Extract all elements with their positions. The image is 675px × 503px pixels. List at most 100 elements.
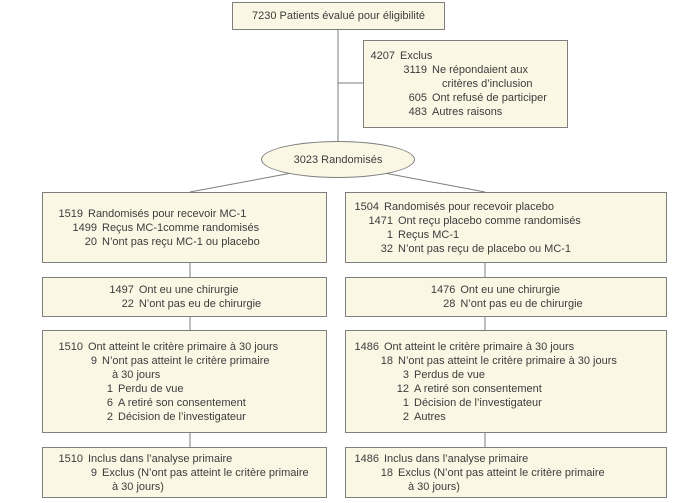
box-eligibility: 7230 Patients évalué pour éligibilité [232, 2, 445, 30]
flow-line: 1504 Randomisés pour recevoir placebo [353, 200, 666, 214]
line-count: 20 [84, 235, 97, 248]
line-text: A retiré son consentement [118, 396, 246, 409]
line-text: Exclus (N’ont pas atteint le critère pri… [398, 466, 605, 479]
line-count: 3119 [403, 64, 427, 76]
flow-line: 1476 Ont eu une chirurgie [429, 283, 582, 297]
flow-line: 22 N’ont pas eu de chirurgie [108, 297, 262, 311]
box-eligibility-text: 7230 Patients évalué pour éligibilité [251, 10, 426, 22]
flow-line: 1486 Inclus dans l’analyse primaire [353, 452, 666, 466]
flow-line: 20 N’ont pas reçu MC-1 ou placebo [57, 235, 326, 249]
line-text: Décision de l’investigateur [414, 396, 542, 409]
line-text: Ont refusé de participer [432, 92, 547, 104]
line-count: 22 [121, 298, 134, 310]
flow-line: 32 N’ont pas reçu de placebo ou MC-1 [353, 242, 666, 256]
line-count: 1510 [58, 340, 83, 353]
line-count: 1 [106, 382, 113, 395]
line-text: N’ont pas reçu MC-1 ou placebo [102, 235, 260, 248]
line-count: 1 [402, 396, 409, 409]
flow-line: 605 Ont refusé de participer [369, 91, 567, 105]
line-count: 9 [90, 354, 97, 367]
line-count: 18 [380, 354, 393, 367]
flow-line: à 30 jours) [57, 480, 326, 494]
line-text: Exclus [400, 50, 433, 62]
line-text: Perdus de vue [414, 368, 485, 381]
line-text: Ont atteint le critère primaire à 30 jou… [88, 340, 279, 353]
box-mc1-surgery-content: 1497 Ont eu une chirurgie 22 N’ont pas eu d… [108, 283, 261, 311]
flow-line: 1 Décision de l’investigateur [353, 396, 666, 410]
line-text: Reçus MC-1comme randomisés [102, 221, 260, 234]
line-text: Ont reçu placebo comme randomisés [398, 214, 581, 227]
line-count: 1519 [58, 207, 83, 220]
line-count: 1504 [354, 200, 379, 213]
line-text: N’ont pas atteint le critère primaire [102, 354, 270, 367]
line-count: 1510 [58, 452, 83, 465]
line-text: à 30 jours) [112, 480, 164, 493]
line-text: Randomisés pour recevoir MC-1 [88, 207, 247, 220]
line-count [57, 368, 97, 382]
line-count: 483 [408, 106, 427, 118]
line-count: 1476 [430, 284, 456, 296]
line-text: Reçus MC-1 [398, 228, 460, 241]
flow-line: 9 N’ont pas atteint le critère primaire [57, 354, 326, 368]
line-count [353, 480, 393, 494]
flow-line: à 30 jours [57, 368, 326, 382]
connector-ellipse-to-left [189, 171, 298, 193]
flow-line: 1471 Ont reçu placebo comme randomisés [353, 214, 666, 228]
flow-line: à 30 jours) [353, 480, 666, 494]
line-count: 605 [408, 92, 427, 104]
line-count: 32 [380, 242, 393, 255]
line-count: 1499 [72, 221, 97, 234]
box-placebo-surgery: 1476 Ont eu une chirurgie 28 N’ont pas eu d… [345, 277, 667, 317]
line-text: N’ont pas atteint le critère primaire à … [398, 354, 617, 367]
flow-line: 1519 Randomisés pour recevoir MC-1 [57, 207, 326, 221]
flow-line: 1497 Ont eu une chirurgie [108, 283, 261, 297]
line-count: 3 [402, 368, 409, 381]
flow-line: 28 N’ont pas eu de chirurgie [429, 297, 583, 311]
line-text: N’ont pas reçu de placebo ou MC-1 [398, 242, 572, 255]
line-text: à 30 jours) [408, 480, 460, 493]
flow-line: critères d’inclusion [369, 77, 567, 91]
line-text: N’ont pas eu de chirurgie [460, 298, 583, 310]
flow-line: 4207 Exclus [369, 49, 567, 63]
line-count: 1486 [354, 452, 379, 465]
flow-line: 1 Reçus MC-1 [353, 228, 666, 242]
flow-line: 1499 Reçus MC-1comme randomisés [57, 221, 326, 235]
line-text: Inclus dans l’analyse primaire [384, 452, 529, 465]
line-count: 28 [443, 298, 456, 310]
line-count: 2 [402, 410, 409, 423]
connector-ellipse-to-right [378, 171, 486, 193]
line-text: N’ont pas eu de chirurgie [138, 298, 262, 310]
line-count: 4207 [370, 50, 395, 62]
line-text: Décision de l’investigateur [118, 410, 246, 423]
line-count: 1497 [109, 284, 134, 296]
line-text: à 30 jours [112, 368, 161, 381]
ellipse-randomized: 3023 Randomisés [261, 141, 415, 178]
line-text: Randomisés pour recevoir placebo [384, 200, 554, 213]
line-count: 1471 [368, 214, 393, 227]
line-text: Ont eu une chirurgie [138, 284, 239, 296]
box-mc1-outcome: 1510 Ont atteint le critère primaire à 30… [42, 330, 327, 433]
line-count: 1 [386, 228, 393, 241]
line-count: 12 [396, 382, 409, 395]
line-count: 9 [90, 466, 97, 479]
ellipse-randomized-text: 3023 Randomisés [293, 153, 383, 166]
flow-line: 3 Perdus de vue [353, 368, 666, 382]
line-text: Ont eu une chirurgie [460, 284, 561, 296]
